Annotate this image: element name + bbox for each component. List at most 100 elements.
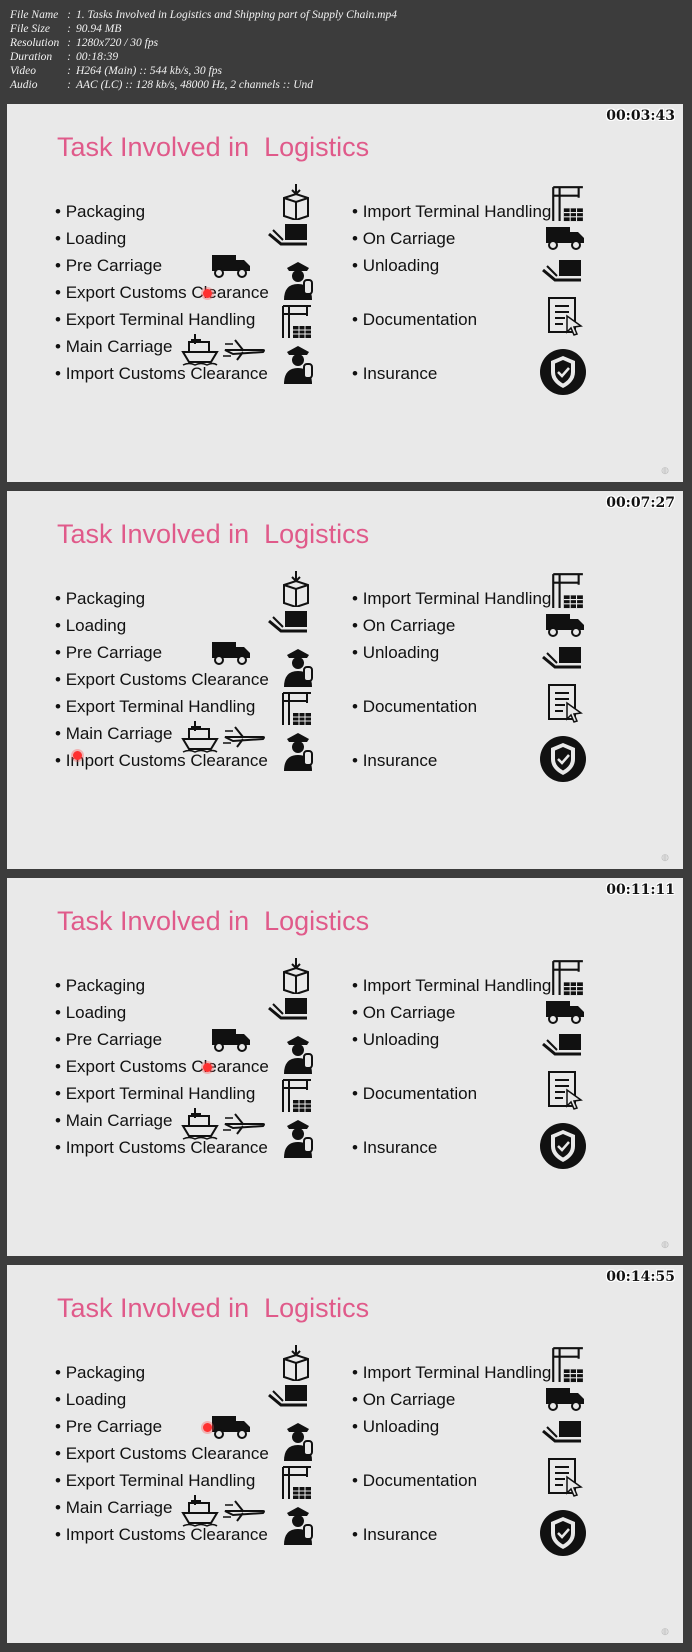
document-icon <box>548 297 583 336</box>
document-icon <box>548 1071 583 1110</box>
left-item-import-customs: Import Customs Clearance <box>55 1525 268 1545</box>
meta-label: Video <box>10 65 36 77</box>
ship-icon <box>181 1108 219 1140</box>
meta-value: 90.94 MB <box>76 23 122 35</box>
frame-timestamp: 00:07:27 <box>606 495 675 511</box>
port-crane-icon <box>282 692 311 725</box>
meta-label: File Size <box>10 23 50 35</box>
truck-icon <box>546 1388 584 1411</box>
customs-officer-icon <box>284 1423 313 1461</box>
right-item-on-carriage: On Carriage <box>352 229 456 249</box>
customs-officer-icon <box>284 733 313 771</box>
port-crane-icon <box>552 186 583 222</box>
document-icon <box>548 684 583 723</box>
airplane-icon <box>223 726 265 748</box>
watermark-logo: ◍ <box>661 852 669 862</box>
meta-sep: : <box>67 65 71 77</box>
right-item-import-terminal: Import Terminal Handling <box>352 202 552 222</box>
right-item-documentation: Documentation <box>352 1084 477 1104</box>
slide-content: Packaging Loading Pre Carriage Export Cu… <box>7 1265 683 1643</box>
left-item-export-customs: Export Customs Clearance <box>55 1057 269 1077</box>
file-name-row: File Name:1. Tasks Involved in Logistics… <box>10 8 397 22</box>
left-item-pre-carriage: Pre Carriage <box>55 643 162 663</box>
meta-label: Resolution <box>10 37 60 49</box>
forklift-icon <box>268 1385 307 1407</box>
forklift-icon <box>542 1034 581 1056</box>
left-item-export-terminal: Export Terminal Handling <box>55 310 256 330</box>
left-item-export-customs: Export Customs Clearance <box>55 670 269 690</box>
box-icon <box>283 958 309 994</box>
right-item-documentation: Documentation <box>352 1471 477 1491</box>
document-icon <box>548 1458 583 1497</box>
watermark-logo: ◍ <box>661 1239 669 1249</box>
pointer-cursor <box>203 1423 212 1432</box>
pointer-cursor <box>73 751 82 760</box>
customs-officer-icon <box>284 262 313 300</box>
right-item-insurance: Insurance <box>352 1525 438 1545</box>
globe-shield-icon <box>540 1510 586 1556</box>
airplane-icon <box>223 1113 265 1135</box>
port-crane-icon <box>552 573 583 609</box>
left-item-import-customs: Import Customs Clearance <box>55 1138 268 1158</box>
meta-value: 1. Tasks Involved in Logistics and Shipp… <box>76 9 397 21</box>
meta-value: 00:18:39 <box>76 51 119 63</box>
slide-title: Task Involved in Logistics <box>57 519 370 549</box>
right-item-unloading: Unloading <box>352 1417 440 1437</box>
duration-row: Duration:00:18:39 <box>10 50 397 64</box>
left-item-loading: Loading <box>55 616 127 636</box>
box-icon <box>283 1345 309 1381</box>
forklift-icon <box>542 1421 581 1443</box>
right-item-on-carriage: On Carriage <box>352 1390 456 1410</box>
video-row: Video:H264 (Main) :: 544 kb/s, 30 fps <box>10 64 397 78</box>
ship-icon <box>181 334 219 366</box>
resolution-row: Resolution:1280x720 / 30 fps <box>10 36 397 50</box>
forklift-icon <box>268 224 307 246</box>
pointer-cursor <box>203 289 212 298</box>
customs-officer-icon <box>284 1036 313 1074</box>
left-item-export-customs: Export Customs Clearance <box>55 283 269 303</box>
left-item-loading: Loading <box>55 1003 127 1023</box>
file-info-header: File Name:1. Tasks Involved in Logistics… <box>10 8 397 92</box>
slide-title: Task Involved in Logistics <box>57 906 370 936</box>
truck-icon <box>212 642 250 665</box>
meta-label: File Name <box>10 9 59 21</box>
right-item-unloading: Unloading <box>352 256 440 276</box>
right-item-insurance: Insurance <box>352 364 438 384</box>
right-item-documentation: Documentation <box>352 310 477 330</box>
meta-label: Audio <box>10 79 38 91</box>
meta-sep: : <box>67 51 71 63</box>
ship-icon <box>181 1495 219 1527</box>
port-crane-icon <box>552 1347 583 1383</box>
frame-timestamp: 00:11:11 <box>606 882 675 898</box>
right-item-import-terminal: Import Terminal Handling <box>352 1363 552 1383</box>
meta-value: 1280x720 / 30 fps <box>76 37 159 49</box>
ship-icon <box>181 721 219 753</box>
forklift-icon <box>268 998 307 1020</box>
left-item-main-carriage: Main Carriage <box>55 337 173 357</box>
forklift-icon <box>542 260 581 282</box>
right-item-on-carriage: On Carriage <box>352 616 456 636</box>
slide-title: Task Involved in Logistics <box>57 1293 370 1323</box>
video-frame-4: 00:14:55 Task Involved in Logistics Pack… <box>7 1265 683 1643</box>
meta-sep: : <box>67 9 71 21</box>
right-item-insurance: Insurance <box>352 751 438 771</box>
left-item-packaging: Packaging <box>55 976 145 996</box>
right-item-insurance: Insurance <box>352 1138 438 1158</box>
left-item-loading: Loading <box>55 229 127 249</box>
watermark-logo: ◍ <box>661 465 669 475</box>
truck-icon <box>546 614 584 637</box>
customs-officer-icon <box>284 1507 313 1545</box>
customs-officer-icon <box>284 346 313 384</box>
left-item-import-customs: Import Customs Clearance <box>55 364 268 384</box>
meta-sep: : <box>67 37 71 49</box>
frame-timestamp: 00:03:43 <box>606 108 675 124</box>
left-item-pre-carriage: Pre Carriage <box>55 256 162 276</box>
forklift-icon <box>542 647 581 669</box>
left-item-export-customs: Export Customs Clearance <box>55 1444 269 1464</box>
left-item-pre-carriage: Pre Carriage <box>55 1030 162 1050</box>
left-item-packaging: Packaging <box>55 1363 145 1383</box>
slide-content: Packaging Loading Pre Carriage Export Cu… <box>7 491 683 869</box>
left-item-import-customs: Import Customs Clearance <box>55 751 268 771</box>
meta-value: AAC (LC) :: 128 kb/s, 48000 Hz, 2 channe… <box>76 79 314 91</box>
port-crane-icon <box>282 305 311 338</box>
